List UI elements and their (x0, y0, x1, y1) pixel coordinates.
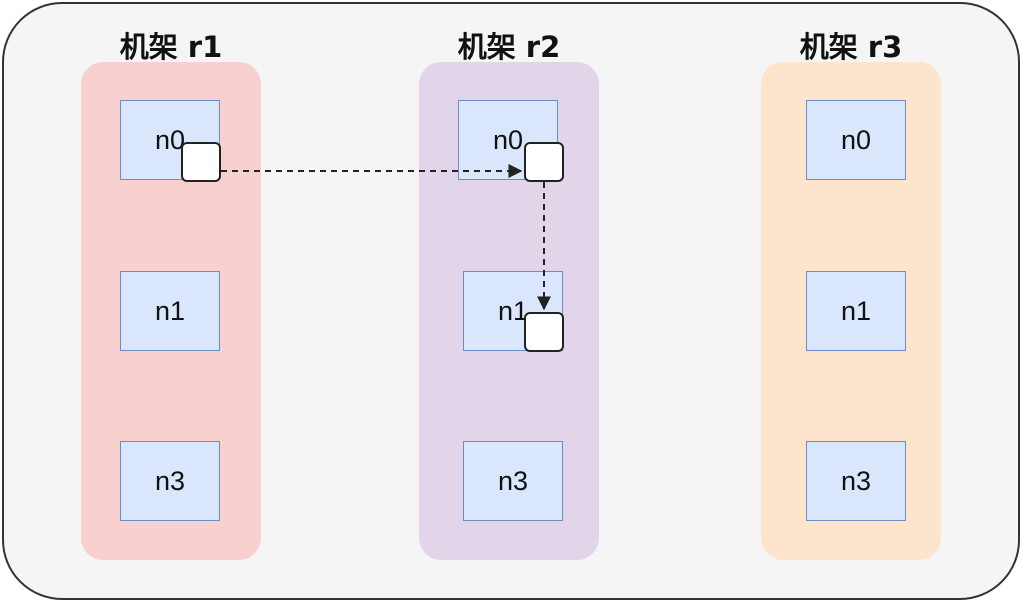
node-r2-n1: n1 (463, 271, 563, 351)
node-label: n3 (154, 465, 186, 496)
data-block-r1-n0 (181, 142, 221, 182)
node-label: n0 (154, 124, 186, 155)
node-r3-n0: n0 (806, 100, 906, 180)
node-r1-n1: n1 (120, 271, 220, 351)
node-label: n1 (497, 295, 529, 326)
node-label: n3 (840, 465, 872, 496)
node-r1-n3: n3 (120, 441, 220, 521)
node-r2-n3: n3 (463, 441, 563, 521)
node-label: n1 (840, 295, 872, 326)
data-block-r2-n1 (524, 312, 564, 352)
node-label: n1 (154, 295, 186, 326)
rack-r1-title: 机架 r1 (119, 30, 223, 64)
node-label: n0 (840, 124, 872, 155)
rack-r3-title: 机架 r3 (799, 30, 903, 64)
rack-r2-title: 机架 r2 (457, 30, 561, 64)
node-r3-n1: n1 (806, 271, 906, 351)
node-r3-n3: n3 (806, 441, 906, 521)
node-label: n0 (492, 124, 524, 155)
node-label: n3 (497, 465, 529, 496)
data-block-r2-n0 (524, 142, 564, 182)
